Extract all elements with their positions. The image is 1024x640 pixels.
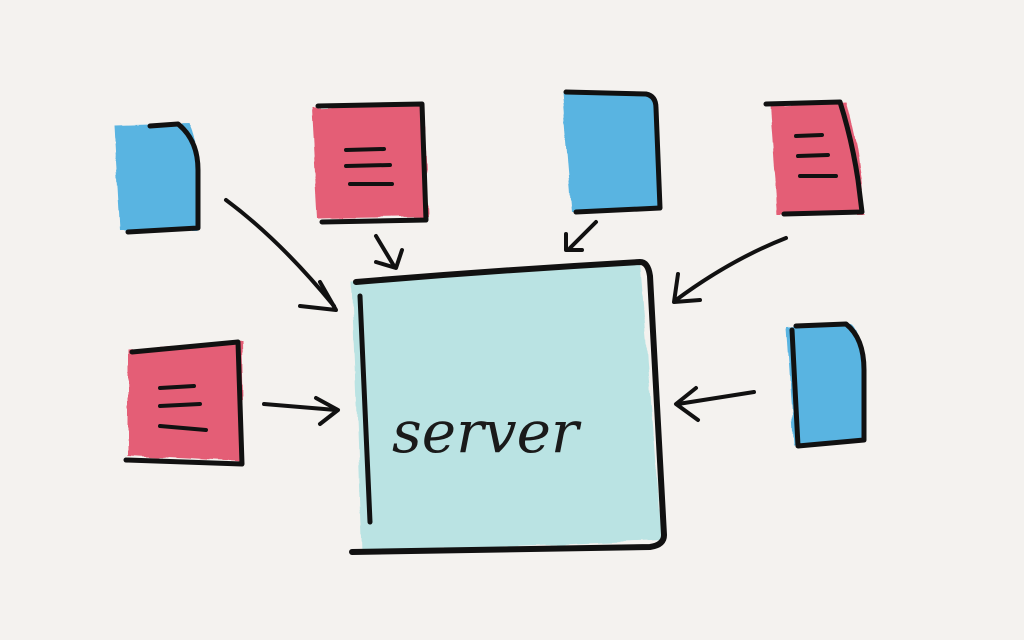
client-3-outline bbox=[563, 89, 663, 215]
server-node[interactable]: server bbox=[349, 259, 667, 555]
arrow-client-3-to-server bbox=[564, 220, 598, 252]
client-4-text-lines bbox=[794, 133, 838, 178]
server-outline bbox=[349, 259, 667, 555]
client-node-2[interactable] bbox=[312, 101, 429, 225]
server-fill bbox=[352, 262, 662, 552]
client-3-fill bbox=[562, 92, 660, 212]
arrow-client-2-to-server bbox=[374, 234, 404, 270]
client-node-1[interactable] bbox=[114, 121, 201, 235]
client-5-fill bbox=[128, 342, 244, 462]
client-2-outline bbox=[315, 101, 429, 225]
client-2-text-lines bbox=[344, 147, 394, 186]
client-node-3[interactable] bbox=[562, 89, 663, 215]
client-5-text-lines bbox=[158, 384, 208, 432]
client-4-outline bbox=[763, 99, 865, 217]
server-label: server bbox=[392, 398, 582, 466]
client-6-outline bbox=[789, 321, 867, 449]
server-outline-left bbox=[357, 293, 373, 525]
client-node-5[interactable] bbox=[123, 339, 245, 467]
arrow-client-6-to-server bbox=[674, 386, 756, 422]
client-node-6[interactable] bbox=[786, 321, 867, 449]
client-2-fill bbox=[312, 104, 428, 218]
client-6-fill bbox=[786, 324, 866, 446]
client-1-outline bbox=[125, 121, 201, 235]
client-1-fill bbox=[114, 124, 199, 230]
client-4-fill bbox=[770, 102, 864, 214]
arrow-client-4-to-server bbox=[672, 236, 788, 304]
client-5-outline bbox=[123, 339, 245, 467]
arrows bbox=[224, 198, 788, 426]
arrow-client-1-to-server bbox=[224, 198, 338, 312]
arrow-client-5-to-server bbox=[262, 396, 340, 426]
client-node-4[interactable] bbox=[763, 99, 865, 217]
